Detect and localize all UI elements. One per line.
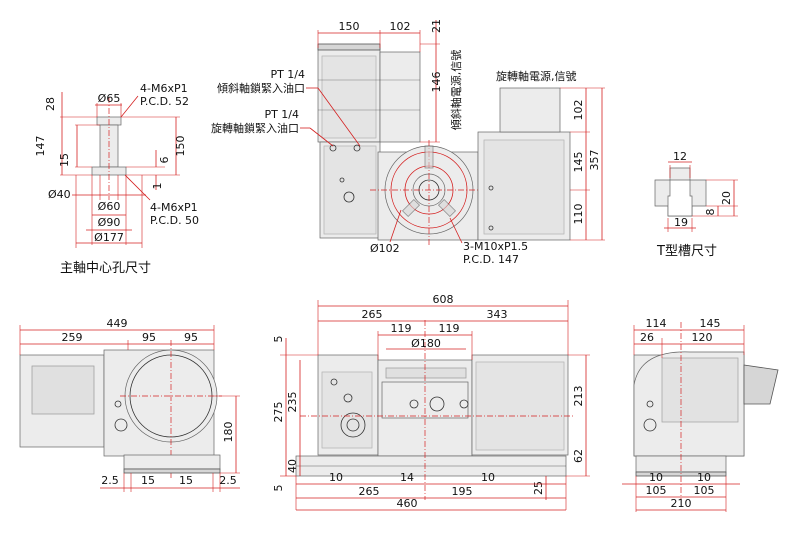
dim-d40: Ø40	[48, 188, 71, 201]
dim-259: 259	[62, 331, 83, 344]
dim-119a: 119	[391, 322, 412, 335]
right-view: 114 145 26 120 10 10 105 105 210	[622, 317, 779, 512]
tslot-h20: 20	[720, 191, 733, 205]
right-connector	[743, 364, 779, 405]
dim-rb210: 210	[671, 497, 692, 510]
right-panel	[661, 357, 739, 423]
spindle-detail-title: 主軸中心孔尺寸	[60, 261, 151, 276]
dim-d65: Ø65	[98, 92, 121, 105]
dim-rb10b: 10	[697, 471, 711, 484]
dim-b265: 265	[359, 485, 380, 498]
left-view: 449 259 95 95 180 2.5 15 15 2.5	[19, 317, 240, 492]
rotary-column	[477, 131, 571, 241]
callout-top-pcd: P.C.D. 52	[140, 95, 189, 108]
dim-146: 146	[430, 72, 443, 93]
front-view: 608 265 343 119 119 Ø180 5 275 235 40 5 …	[272, 293, 590, 511]
dim-b15a: 15	[141, 474, 155, 487]
dim-v25: 25	[532, 481, 545, 495]
dim-d60: Ø60	[98, 200, 121, 213]
front-right-column	[471, 354, 569, 456]
dim-449: 449	[107, 317, 128, 330]
dim-b25b: 2.5	[219, 474, 237, 487]
dim-343: 343	[487, 308, 508, 321]
dim-v5a: 5	[272, 336, 285, 343]
dim-150: 150	[174, 136, 187, 157]
dim-rb105b: 105	[694, 484, 715, 497]
dim-r102: 102	[572, 100, 585, 121]
dim-r357: 357	[588, 150, 601, 171]
tslot-title: T型槽尺寸	[656, 244, 717, 259]
dim-v40: 40	[286, 459, 299, 473]
dim-26: 26	[640, 331, 654, 344]
m10-callout: 3-M10xP1.5	[463, 240, 528, 253]
tslot-w19: 19	[674, 216, 688, 229]
dim-114: 114	[646, 317, 667, 330]
dim-150: 150	[339, 20, 360, 33]
dim-95a: 95	[142, 331, 156, 344]
dim-b14: 14	[400, 471, 414, 484]
dim-b15b: 15	[179, 474, 193, 487]
dim-1: 1	[151, 183, 164, 190]
dim-147: 147	[34, 136, 47, 157]
dim-rb10a: 10	[649, 471, 663, 484]
top-view: 150 102 21 146 傾斜軸電源,信號 PT 1/4 傾斜軸鎖緊入油口 …	[211, 19, 605, 266]
rotary-power-label: 旋轉軸電源,信號	[496, 69, 577, 83]
rotary-motor	[499, 87, 561, 133]
pt1-desc: 傾斜軸鎖緊入油口	[217, 81, 305, 95]
dim-145: 145	[700, 317, 721, 330]
pt2: PT 1/4	[264, 108, 299, 121]
dim-v5b: 5	[272, 485, 285, 492]
dim-28: 28	[44, 97, 57, 111]
dim-b10a: 10	[329, 471, 343, 484]
dim-120: 120	[692, 331, 713, 344]
m10-pcd: P.C.D. 147	[463, 253, 519, 266]
callout-bottom: 4-M6xP1	[150, 201, 198, 214]
dim-21: 21	[430, 19, 443, 33]
dim-6: 6	[158, 157, 171, 164]
dim-phi102: Ø102	[370, 242, 400, 255]
dim-r145: 145	[572, 152, 585, 173]
dim-phi180: Ø180	[411, 337, 441, 350]
dim-102: 102	[390, 20, 411, 33]
dim-180: 180	[222, 422, 235, 443]
tilt-power-label: 傾斜軸電源,信號	[449, 50, 463, 131]
dim-15: 15	[58, 153, 71, 167]
dim-v235: 235	[286, 392, 299, 413]
spindle-detail: 28 147 15 150 6 1 Ø65 4-M6xP1 P.C.D. 52 …	[34, 82, 199, 276]
dim-b195: 195	[452, 485, 473, 498]
dim-119b: 119	[439, 322, 460, 335]
dim-b460: 460	[397, 497, 418, 510]
dim-b10b: 10	[481, 471, 495, 484]
dim-95b: 95	[184, 331, 198, 344]
pt2-desc: 旋轉軸鎖緊入油口	[211, 121, 299, 135]
dim-r110: 110	[572, 204, 585, 225]
tslot-w12: 12	[673, 150, 687, 163]
pt1: PT 1/4	[270, 68, 305, 81]
front-left-housing	[317, 354, 379, 456]
tslot-detail: 12 19 20 8 T型槽尺寸	[654, 150, 738, 259]
dim-v275: 275	[272, 402, 285, 423]
dim-265: 265	[362, 308, 383, 321]
dim-b25a: 2.5	[101, 474, 119, 487]
tslot-h8: 8	[704, 209, 717, 216]
dim-d177: Ø177	[94, 231, 124, 244]
dim-v213: 213	[572, 386, 585, 407]
callout-top: 4-M6xP1	[140, 82, 188, 95]
dim-608: 608	[433, 293, 454, 306]
callout-bottom-pcd: P.C.D. 50	[150, 214, 199, 227]
dim-d90: Ø90	[98, 216, 121, 229]
dim-v62: 62	[572, 449, 585, 463]
tilt-motor-cover	[379, 51, 421, 143]
dim-rb105a: 105	[646, 484, 667, 497]
